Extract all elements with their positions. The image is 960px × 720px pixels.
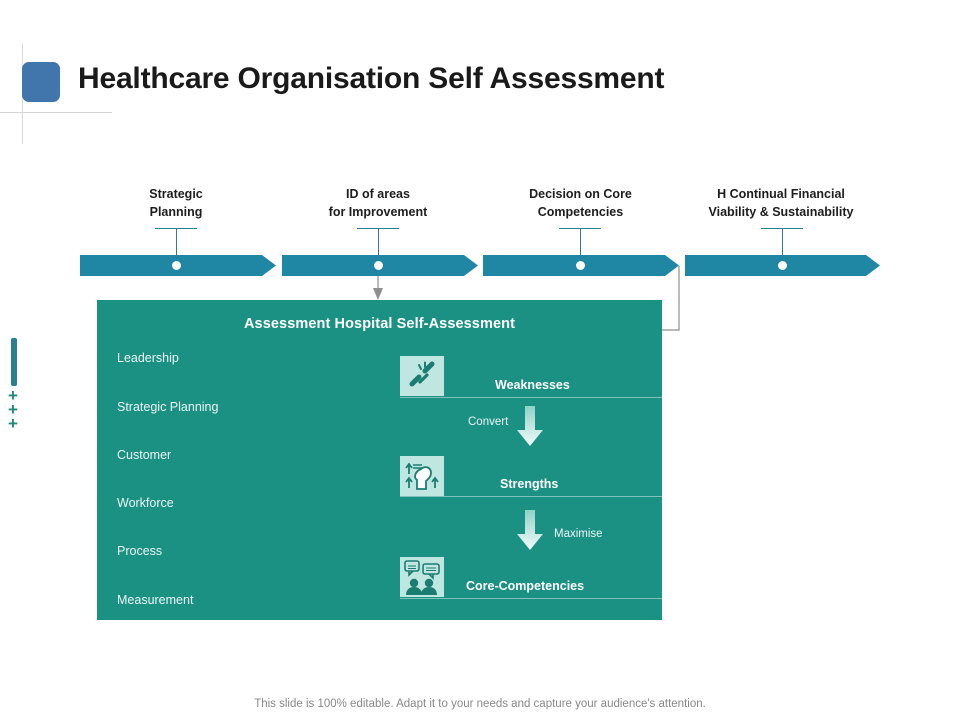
timeline-tick-h-3 xyxy=(559,228,601,229)
category-strategic-planning[interactable]: Strategic Planning xyxy=(117,400,219,414)
timeline-arrow-2[interactable] xyxy=(282,255,478,276)
page-title: Healthcare Organisation Self Assessment xyxy=(78,62,665,95)
timeline-step-label-4-line1: H Continual Financial xyxy=(717,187,845,201)
raised-fist-icon-glyph xyxy=(405,462,439,490)
timeline-step-label-1: Strategic Planning xyxy=(116,185,236,221)
timeline-tick-h-1 xyxy=(155,228,197,229)
broken-chain-icon-glyph xyxy=(409,361,435,387)
connector-step3-elbow xyxy=(662,266,680,331)
plus-icon: + xyxy=(8,400,18,419)
flow-label-weaknesses: Weaknesses xyxy=(495,378,570,392)
flow-rule-core-competencies xyxy=(400,598,662,599)
category-customer[interactable]: Customer xyxy=(117,448,172,462)
timeline-step-label-4: H Continual Financial Viability & Sustai… xyxy=(690,185,872,221)
timeline-arrow-1[interactable] xyxy=(80,255,276,276)
two-people-chat-icon xyxy=(400,557,444,597)
category-process[interactable]: Process xyxy=(117,544,163,558)
flow-label-strengths: Strengths xyxy=(500,477,559,491)
plus-icon: + xyxy=(8,386,18,405)
timeline-tick-h-4 xyxy=(761,228,803,229)
timeline-node-2[interactable] xyxy=(373,260,384,271)
timeline-arrow-4[interactable] xyxy=(685,255,880,276)
timeline-node-1[interactable] xyxy=(171,260,182,271)
category-workforce[interactable]: Workforce xyxy=(117,496,174,510)
flow-rule-strengths xyxy=(400,496,662,497)
flow-rule-weaknesses xyxy=(400,397,662,398)
timeline-step-label-2-line2: for Improvement xyxy=(328,205,428,219)
timeline-step-label-2: ID of areas for Improvement xyxy=(303,185,453,221)
category-leadership[interactable]: Leadership xyxy=(117,351,179,365)
broken-chain-icon xyxy=(400,356,444,396)
timeline-tick-h-2 xyxy=(357,228,399,229)
timeline-node-4[interactable] xyxy=(777,260,788,271)
raised-fist-icon xyxy=(400,456,444,496)
flow-connector-convert: Convert xyxy=(468,416,509,428)
timeline-step-label-4-line2: Viability & Sustainability xyxy=(708,205,854,219)
timeline-tick-v-3 xyxy=(580,228,581,260)
flow-label-core-competencies: Core-Competencies xyxy=(466,579,585,593)
assessment-panel: Assessment Hospital Self-Assessment Lead… xyxy=(97,300,662,620)
timeline-tick-v-4 xyxy=(782,228,783,260)
timeline-step-label-3-line1: Decision on Core xyxy=(529,187,632,201)
assessment-panel-title: Assessment Hospital Self-Assessment xyxy=(243,316,516,332)
down-arrow-icon-convert xyxy=(517,406,543,446)
flow-connector-maximise: Maximise xyxy=(554,528,603,540)
timeline-step-label-1-line2: Planning xyxy=(149,205,203,219)
category-measurement[interactable]: Measurement xyxy=(117,593,194,607)
timeline-step-label-2-line1: ID of areas xyxy=(346,187,410,201)
down-arrow-icon-maximise xyxy=(517,510,543,550)
timeline-node-3[interactable] xyxy=(575,260,586,271)
connector-step2-arrowhead xyxy=(373,288,383,300)
left-accent-bar xyxy=(11,338,17,386)
footer-note: This slide is 100% editable. Adapt it to… xyxy=(254,698,706,710)
timeline-step-label-1-line1: Strategic xyxy=(149,187,203,201)
two-people-chat-icon-glyph xyxy=(404,560,440,595)
timeline-step-label-3: Decision on Core Competencies xyxy=(503,185,658,221)
timeline-tick-v-2 xyxy=(378,228,379,260)
header-horizontal-rule xyxy=(0,112,112,113)
timeline-arrow-3[interactable] xyxy=(483,255,679,276)
timeline-step-label-3-line2: Competencies xyxy=(537,205,624,219)
timeline-tick-v-1 xyxy=(176,228,177,260)
rounded-square-icon xyxy=(22,62,60,102)
plus-icon: + xyxy=(8,414,18,433)
